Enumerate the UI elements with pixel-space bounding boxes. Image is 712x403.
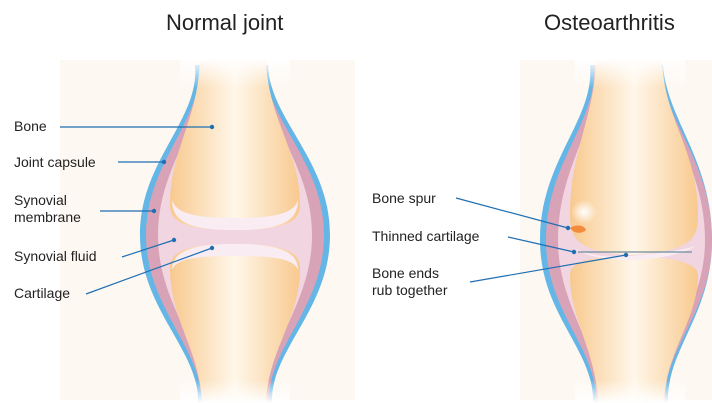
label-bone-ends-line1: Bone ends bbox=[372, 265, 448, 282]
label-synovial-fluid: Synovial fluid bbox=[14, 248, 97, 265]
label-cartilage: Cartilage bbox=[14, 285, 70, 302]
label-synovial-membrane: Synovial membrane bbox=[14, 192, 81, 226]
osteoarthritis-joint bbox=[456, 58, 712, 403]
label-bone-ends-line2: rub together bbox=[372, 282, 448, 299]
oa-top-fade bbox=[575, 58, 685, 88]
cartilage-leader-dot bbox=[210, 246, 214, 250]
label-synovial-membrane-line1: Synovial bbox=[14, 192, 81, 209]
bone-leader-dot bbox=[210, 125, 214, 129]
label-thinned-cartilage: Thinned cartilage bbox=[372, 228, 479, 245]
normal-bottom-fade bbox=[180, 380, 290, 403]
synovial-fluid-leader-dot bbox=[172, 238, 176, 242]
joint-capsule-leader-dot bbox=[162, 160, 166, 164]
oa-bottom-fade bbox=[575, 380, 685, 403]
synovial-membrane-leader-dot bbox=[152, 209, 156, 213]
label-bone: Bone bbox=[14, 118, 47, 135]
normal-top-fade bbox=[180, 58, 290, 88]
label-bone-ends-rub-together: Bone ends rub together bbox=[372, 265, 448, 299]
normal-joint bbox=[60, 58, 355, 403]
label-joint-capsule: Joint capsule bbox=[14, 154, 96, 171]
label-bone-spur: Bone spur bbox=[372, 190, 436, 207]
label-synovial-membrane-line2: membrane bbox=[14, 209, 81, 226]
bone-spur-leader-dot bbox=[566, 226, 570, 230]
thinned-cartilage-leader-dot bbox=[572, 250, 576, 254]
oa-bone-spur-glow bbox=[571, 200, 597, 224]
bone-ends-leader-dot bbox=[624, 253, 628, 257]
